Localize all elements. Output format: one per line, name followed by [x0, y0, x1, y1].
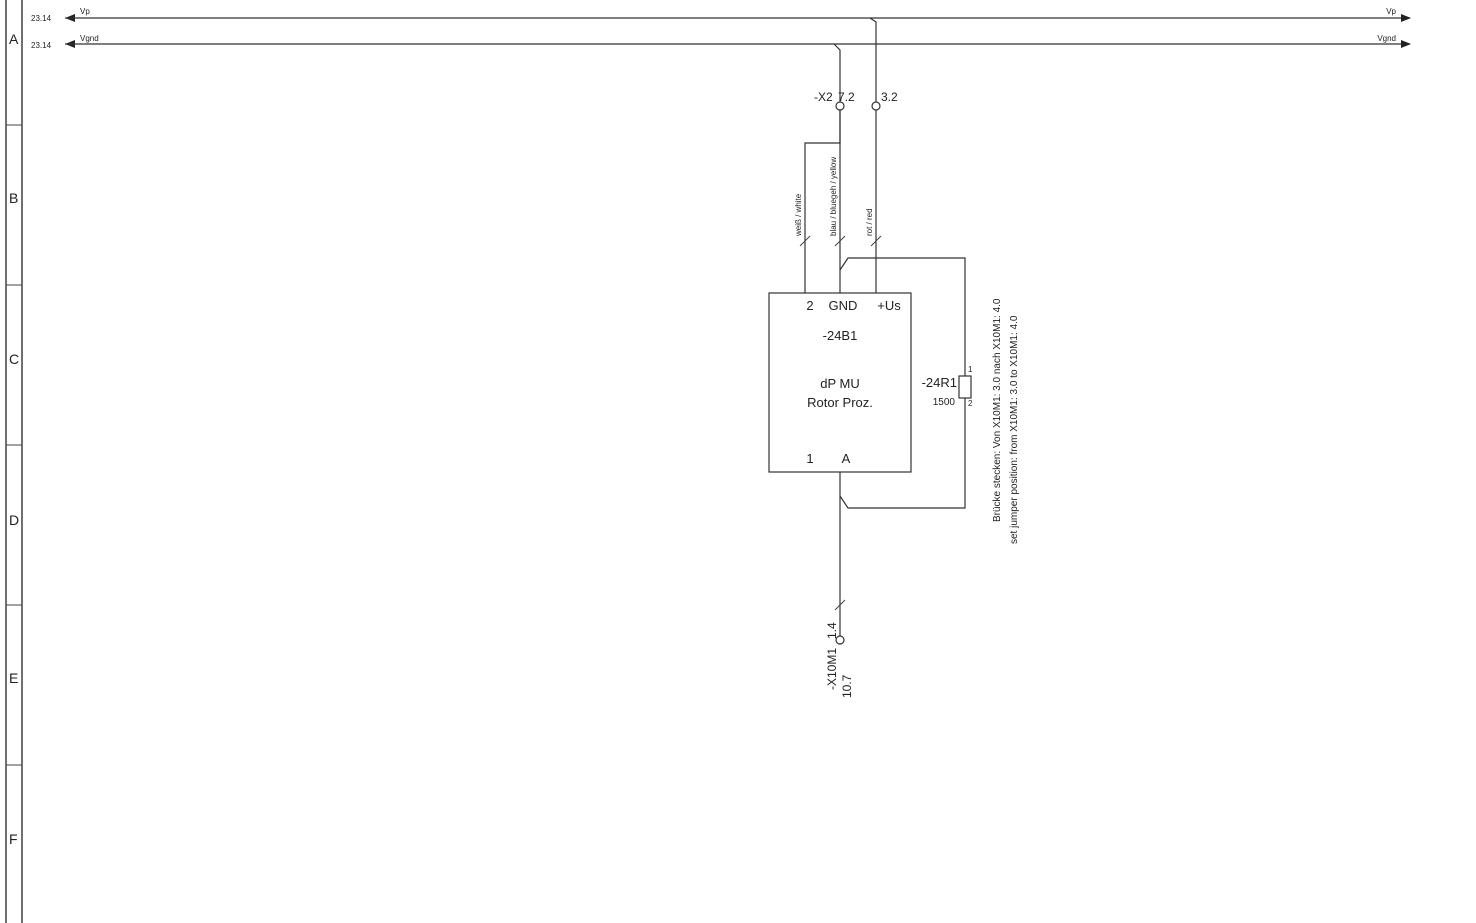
resistor-pin-2: 2: [968, 399, 973, 408]
terminal-x2-pin-a: 7.2: [838, 90, 855, 104]
sensor-body: [768, 292, 912, 473]
sensor-pin-1: 1: [806, 451, 813, 466]
jumper-note-en: set jumper position: from X10M1: 3.0 to …: [1009, 315, 1020, 544]
terminal-x10m1-ref: 10.7: [840, 674, 854, 698]
sensor-pin-a: A: [842, 451, 851, 466]
rail-vgnd[interactable]: 23.14 Vgnd Vgnd: [31, 34, 1411, 50]
sensor-desc-line1: dP MU: [820, 376, 860, 391]
sensor-desc-line2: Rotor Proz.: [807, 395, 873, 410]
sensor-pin-2: 2: [806, 298, 813, 313]
rail-vp-right-name: Vp: [1386, 7, 1396, 16]
rail-vgnd-ref: 23.14: [31, 41, 52, 50]
wire-label-white: weiß / white: [794, 193, 803, 237]
terminal-circle-icon: [871, 101, 881, 111]
rail-vp-left-name: Vp: [80, 7, 90, 16]
jumper-loop: [839, 257, 966, 509]
wire-label-red: rot / red: [865, 208, 874, 236]
terminal-x10m1[interactable]: [835, 635, 845, 645]
drawing-frame: A B C D E F: [5, 0, 23, 923]
resistor-value: 1500: [933, 397, 956, 408]
resistor-body: [958, 375, 972, 399]
sensor-pin-gnd: GND: [829, 298, 858, 313]
terminal-x10m1-name: -X10M1: [825, 648, 839, 690]
rail-vp[interactable]: 23.14 Vp Vp: [31, 7, 1411, 23]
resistor-24r1[interactable]: -24R1 1500 1 2: [922, 365, 973, 408]
row-label-c: C: [9, 351, 19, 367]
wire-label-blue: blau / bluegeh / yellow: [829, 157, 838, 236]
sensor-tag: -24B1: [823, 328, 858, 343]
rail-vgnd-right-name: Vgnd: [1377, 34, 1396, 43]
sensor-24b1[interactable]: 2 GND +Us -24B1 dP MU Rotor Proz. 1 A: [768, 292, 912, 473]
cable-wires: [799, 110, 882, 293]
rail-drops: [833, 17, 877, 102]
row-label-a: A: [9, 31, 19, 47]
resistor-tag: -24R1: [922, 375, 957, 390]
terminal-x2-name: -X2: [814, 90, 833, 104]
row-label-d: D: [9, 512, 19, 528]
resistor-pin-1: 1: [968, 365, 973, 374]
rail-vgnd-left-name: Vgnd: [80, 34, 99, 43]
row-label-b: B: [9, 190, 18, 206]
terminal-circle-icon: [835, 635, 845, 645]
terminal-x2-pin-b: 3.2: [881, 90, 898, 104]
jumper-note-de: Brücke stecken: Von X10M1: 3.0 nach X10M…: [992, 298, 1003, 522]
row-label-e: E: [9, 670, 18, 686]
row-label-f: F: [9, 831, 18, 847]
sensor-pin-us: +Us: [877, 298, 901, 313]
terminal-x10m1-pin: 1.4: [825, 622, 839, 639]
output-wire: [834, 472, 846, 636]
terminal-x2[interactable]: -X2 7.2 3.2: [814, 90, 898, 111]
rail-vp-ref: 23.14: [31, 14, 52, 23]
